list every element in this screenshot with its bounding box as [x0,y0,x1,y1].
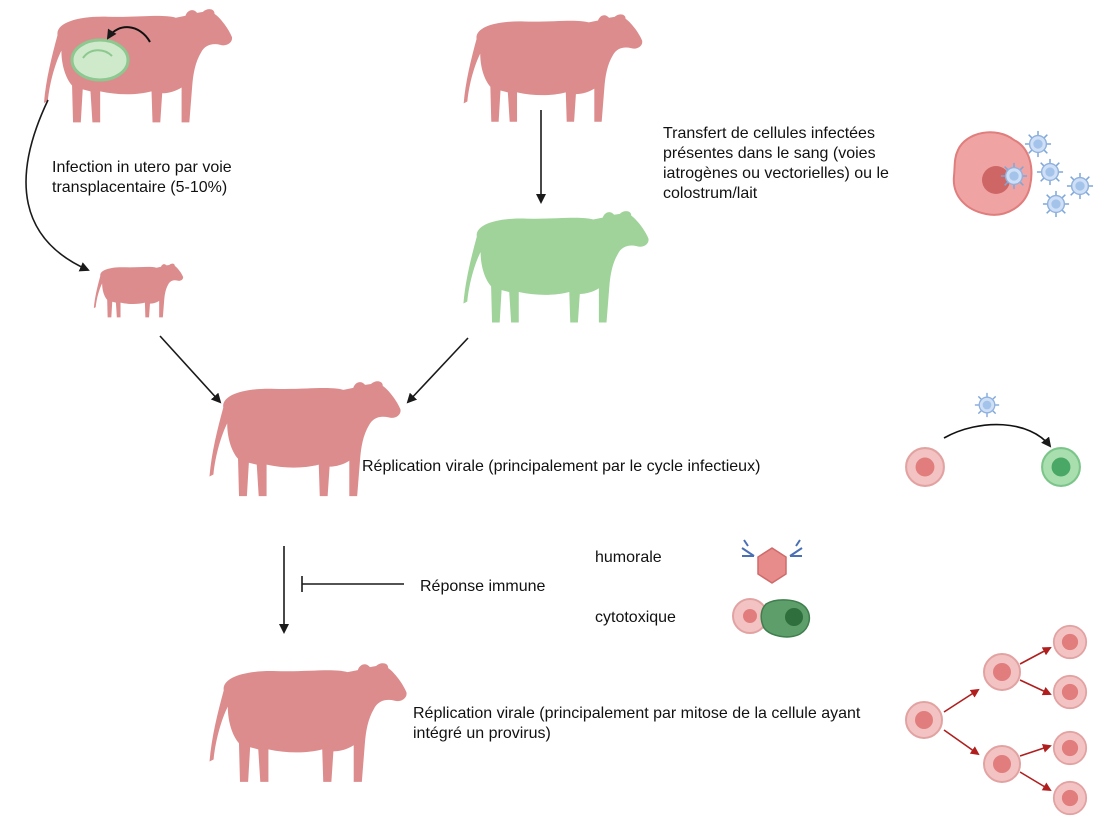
label-infected-cell-transfer: Transfert de cellules infectées présente… [663,124,943,204]
virus-icon [975,393,999,417]
label-replication-infectious-cycle: Réplication virale (principalement par l… [362,457,882,477]
label-immune-response: Réponse immune [420,577,545,597]
mitosis-cells [906,626,1086,814]
cytotoxic-cell-icon [733,599,809,637]
cow-icon [463,211,648,322]
cow-icon [464,14,643,121]
calf-icon [94,264,183,318]
label-humoral: humorale [595,548,662,568]
label-replication-mitosis: Réplication virale (principalement par m… [413,704,883,744]
antibody-icon [742,540,802,583]
arrow-calf-to-cow [160,336,220,402]
cow-icon [209,381,400,496]
cell-icon [906,425,1080,486]
label-cytotoxic: cytotoxique [595,608,676,628]
label-in-utero-infection: Infection in utero par voie transplacent… [52,158,312,198]
cow-icon [210,663,407,782]
arrow-greencow-to-cow [408,338,468,402]
